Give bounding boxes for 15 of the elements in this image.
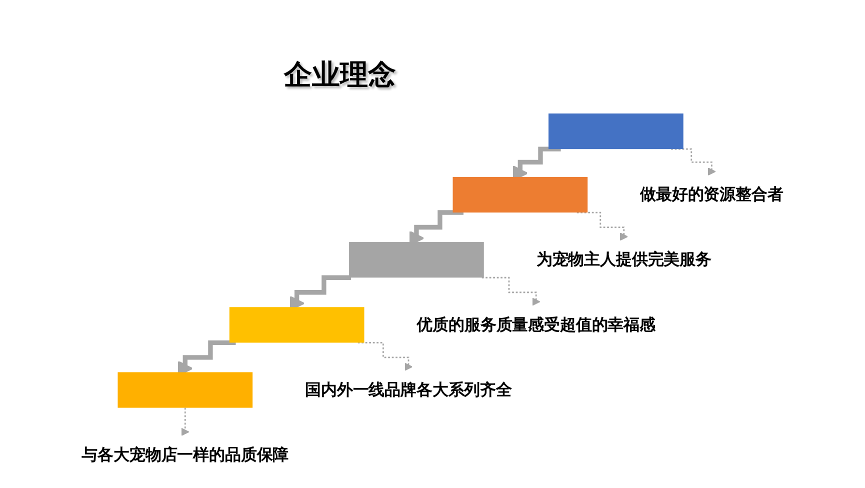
node-text: 做最好的资源整合者 xyxy=(640,186,784,204)
arrow xyxy=(482,276,540,306)
arrow xyxy=(671,148,716,176)
arrow xyxy=(181,407,190,436)
diagram-title: 企业理念 xyxy=(284,58,396,92)
arrow xyxy=(358,342,413,371)
node-text: 国内外一线品牌各大系列齐全 xyxy=(305,380,512,399)
node-bar xyxy=(229,307,364,343)
node-text: 与各大宠物店一样的品质保障 xyxy=(82,446,289,464)
arrow xyxy=(576,212,628,241)
node-bar xyxy=(548,114,684,150)
node-bar xyxy=(118,372,253,408)
node-bar xyxy=(349,242,484,278)
node-bar xyxy=(452,176,588,213)
node-text: 为宠物主人提供完美服务 xyxy=(536,250,712,268)
